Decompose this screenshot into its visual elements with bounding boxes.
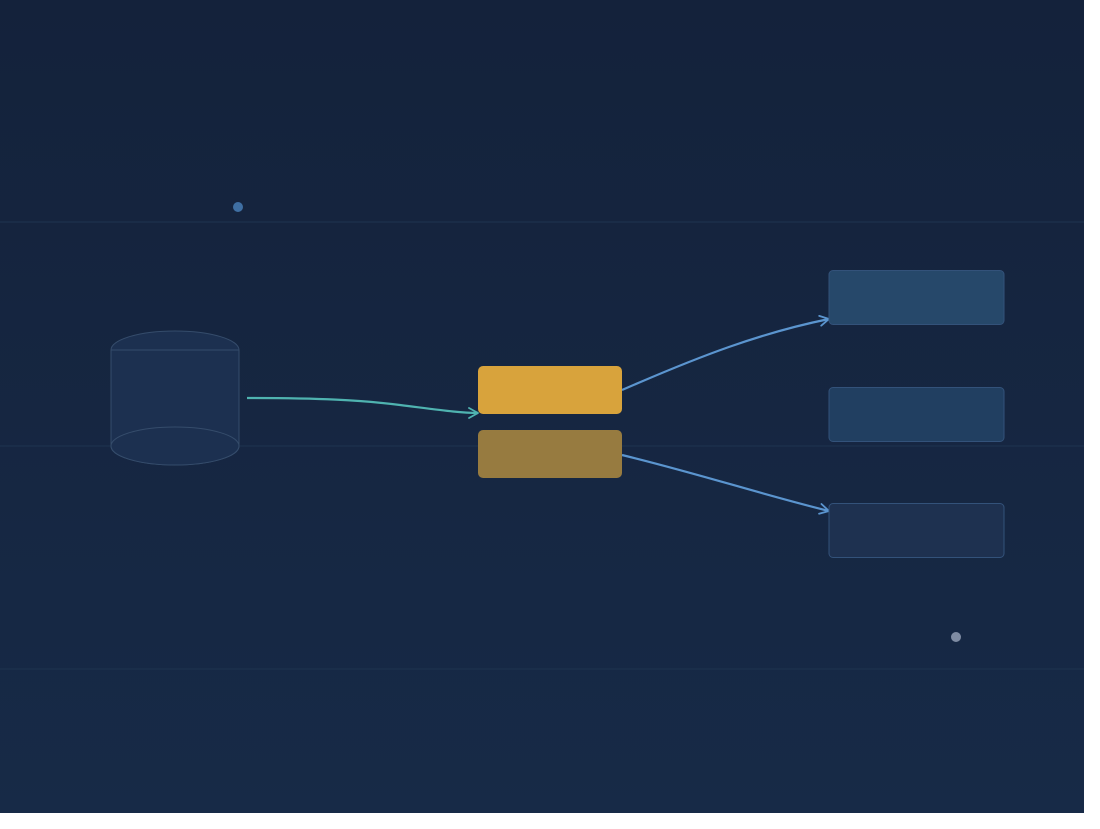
queue-primary-node[interactable] <box>478 366 622 414</box>
diagram-svg <box>0 202 1084 670</box>
edge-database-to-queue <box>246 396 479 419</box>
database-bottom <box>110 426 240 466</box>
edge-queue-to-output-1 <box>621 314 830 392</box>
indicator-dot-blue <box>233 202 243 212</box>
diagram-canvas <box>0 0 1084 813</box>
indicator-dot-grey <box>951 632 961 642</box>
output-node-1[interactable] <box>828 270 1005 325</box>
source-database-node[interactable] <box>110 330 240 466</box>
database-top <box>110 330 240 351</box>
output-node-3[interactable] <box>828 503 1005 558</box>
edge-queue-to-output-3 <box>621 453 830 515</box>
queue-secondary-node[interactable] <box>478 430 622 478</box>
output-node-2[interactable] <box>828 387 1005 442</box>
